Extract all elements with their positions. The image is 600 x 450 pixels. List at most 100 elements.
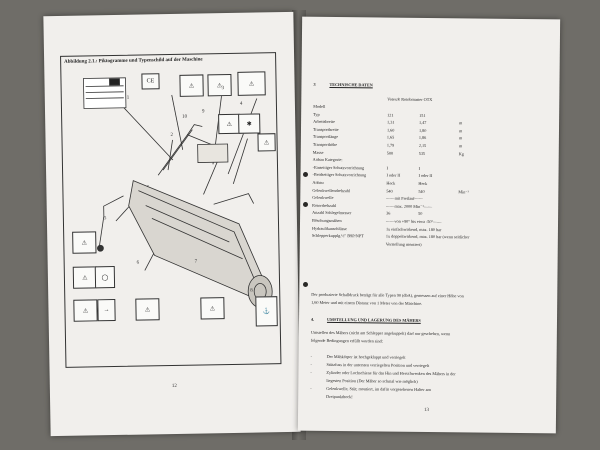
spec-label: Anzahl Schlegelmesser: [312, 210, 352, 216]
spec-value: 36: [386, 210, 391, 216]
page-number-right: 13: [424, 407, 430, 414]
spec-value: 1,60: [386, 127, 395, 133]
binder-hole: [303, 282, 308, 287]
flying-debris-warning-icon: ⚠: [135, 298, 160, 321]
spec-unit: m: [458, 135, 463, 141]
hand-crush-warning-icon: ⚠: [218, 113, 241, 135]
label-6: 6: [136, 260, 140, 266]
pto-speed-icon: →: [97, 299, 116, 322]
condition-1: Der Mähkörper ist hochgeklappt und verri…: [326, 353, 406, 360]
right-page: 3 TECHNISCHE DATEN Votex® Rotobmaster OT…: [297, 16, 561, 434]
spec-value: 1x doppeltwirkend, max. 180 bar (wenn se…: [385, 233, 470, 240]
spec-value: ——von +90° bis etwa -50°——: [386, 218, 442, 225]
spec-label: Böschungsmähen: [312, 217, 342, 224]
spec-value: Heck: [418, 180, 428, 186]
spec-label: Anbau Kategorie:: [312, 156, 343, 163]
spec-label: -Einseitiger Schutzvorrichtung: [312, 164, 365, 171]
condition-2: Stützfuss in der untersten verriegelten …: [326, 361, 430, 369]
page-number-left: 12: [171, 383, 177, 390]
label-1: 1: [126, 95, 130, 101]
read-manual-warning-icon: ⚠: [237, 71, 266, 96]
spec-value: 151: [419, 112, 426, 118]
spec-value: I oder II: [418, 173, 433, 179]
figure-frame: CE ⚠ ⚠ ⚠ ⚠ ✱ ⚠ ⚠ ⚠ ◯ ⚠ → ⚠ ⚠ ⚓ 1 2 3 4 5…: [60, 52, 282, 368]
section-3-number: 3: [313, 81, 316, 87]
spec-value: ——max. 2000 Min⁻¹——: [386, 203, 433, 209]
spec-label: Anbau: [312, 179, 324, 185]
spec-value: Verstellung montiert): [385, 241, 422, 247]
spec-value: 1,86: [418, 135, 427, 141]
pto-shaft-warning-icon: ⚠: [73, 299, 98, 322]
section-3-title: TECHNISCHE DATEN: [329, 81, 373, 88]
spec-label: Gelenkwelle: [312, 194, 334, 201]
spec-label: Transportbreite: [312, 126, 339, 132]
section-4-text-line-2: folgende Bedingungen erfüllt worden sind…: [310, 337, 383, 344]
foot-crush-warning-icon: ⚠: [257, 133, 276, 152]
stop-icon: ◯: [94, 266, 116, 289]
condition-bullet: -: [310, 361, 312, 367]
ce-mark-icon: CE: [141, 73, 160, 90]
spec-label: Transportlänge: [312, 134, 339, 140]
stop-engine-warning-icon: ⚠: [72, 266, 98, 289]
spec-label: Transporthöhe: [312, 141, 338, 148]
spec-label: Modell: [313, 103, 326, 109]
spec-value: 540: [386, 188, 393, 194]
rotating-blades-warning-icon: ⚠: [179, 74, 204, 97]
spec-value: 50: [418, 211, 423, 217]
label-5: 5: [103, 216, 107, 222]
condition-3: Zylinder oder Lochschiene für das Hin un…: [326, 369, 456, 377]
spec-value: 1,47: [419, 120, 427, 126]
condition-bullet: -: [310, 353, 313, 359]
spec-value: 1,80: [418, 127, 427, 133]
binder-hole: [303, 172, 308, 177]
spec-value: I: [418, 165, 421, 171]
spec-value: 535: [418, 150, 426, 156]
condition-4-cont: Dreipunktbock!: [326, 393, 353, 400]
spec-value: 1x einfachwirkend, max. 180 bar: [385, 226, 442, 232]
spec-unit: Kg: [458, 150, 464, 156]
condition-4: Gelenkwelle, Stüt; montiert, im dafür vo…: [326, 385, 431, 393]
hose-pressure-warning-icon: ⚠: [200, 297, 225, 320]
spec-value: 1,79: [386, 142, 395, 148]
spec-unit: m: [459, 120, 463, 126]
label-9: 9: [202, 109, 205, 115]
lifting-hook-icon: ⚓: [255, 296, 278, 327]
noise-text-line-1: Der produzierte Schalldruck beträgt für …: [311, 291, 464, 299]
spec-label: Masse: [312, 149, 324, 155]
spec-label: Schlepperkupplg.½" BSP/NPT: [311, 232, 364, 239]
label-7: 7: [194, 259, 198, 265]
distance-warning-icon: ⚠: [72, 231, 97, 254]
spec-value: I: [386, 165, 389, 171]
spec-unit: m: [458, 143, 463, 149]
spec-label: Rotordrehzahl: [312, 202, 337, 208]
spec-label: Arbeitsbreite: [313, 118, 335, 125]
noise-text-line-2: 1,60 Meter und mit einem Distanz von 1 M…: [311, 299, 423, 306]
spec-value: 1,65: [386, 134, 395, 141]
mower-drawing: [83, 77, 273, 308]
condition-bullet: -: [310, 369, 312, 375]
label-8: 8: [250, 288, 253, 294]
spec-label: Typ: [313, 111, 320, 117]
condition-3-cont: liegesten Position (Der Mäher so schmal …: [326, 377, 418, 384]
section-4-title: UMSTELLUNG UND LAGERUNG DES MÄHERS: [326, 316, 421, 323]
left-page: CE ⚠ ⚠ ⚠ ⚠ ✱ ⚠ ⚠ ⚠ ◯ ⚠ → ⚠ ⚠ ⚓ 1 2 3 4 5…: [43, 11, 301, 437]
spec-value: 500: [386, 150, 394, 156]
spec-label: -Beidseitiger Schutzvorrichtung: [312, 172, 367, 178]
spec-value: 1,31: [387, 119, 395, 125]
label-2: 2: [170, 132, 173, 139]
spec-value: 540: [418, 188, 425, 194]
label-4: 4: [239, 101, 243, 107]
spec-value: 121: [387, 112, 394, 118]
section-4-text-line-1: Umstellen des Mähers (nicht am Schlepper…: [310, 329, 451, 337]
spec-unit: Min⁻¹: [458, 188, 469, 195]
label-3: 3: [221, 86, 225, 92]
spec-unit: m: [458, 128, 463, 134]
thrown-objects-warning-icon: ⚠: [207, 73, 232, 97]
spec-header: Votex® Rotobmaster OTX: [387, 96, 433, 103]
section-4-number: 4.: [310, 316, 315, 322]
spec-value: 2,15: [418, 142, 427, 148]
spec-value: I oder II: [386, 172, 401, 179]
label-10: 10: [182, 114, 188, 120]
lubrication-point-icon: ✱: [238, 113, 261, 134]
